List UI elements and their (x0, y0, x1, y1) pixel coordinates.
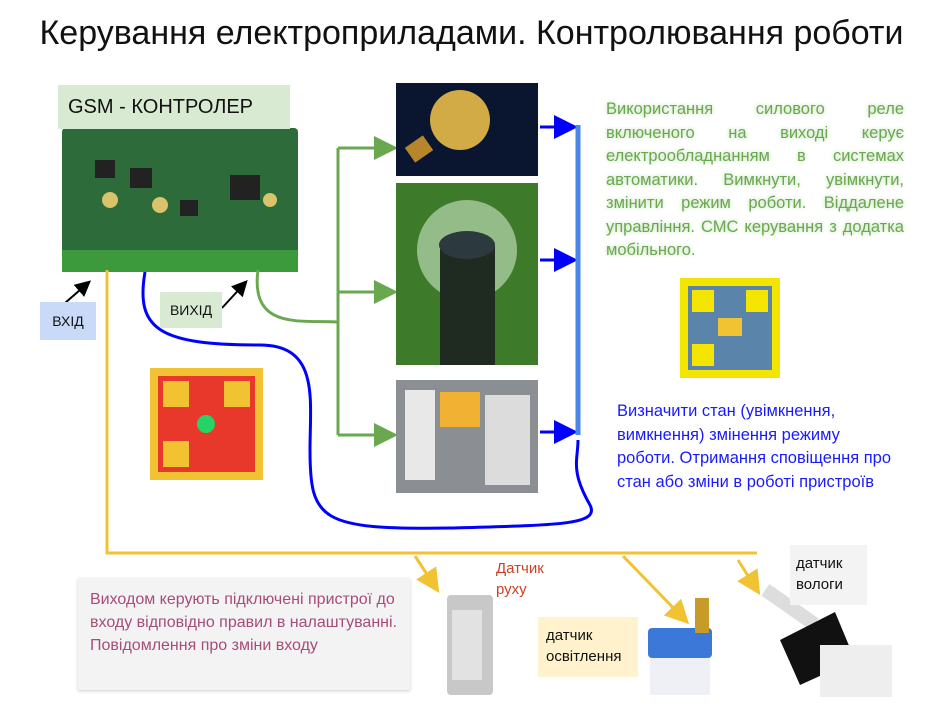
electrical-panel-image (396, 380, 538, 493)
input-note: Виходом керують підключені пристрої до в… (78, 578, 410, 690)
qr-code-whatsapp (150, 368, 263, 480)
qr-code-sms (680, 278, 780, 378)
controller-board-image (62, 90, 298, 272)
motion-sensor-image (447, 595, 493, 695)
controller-label: GSM - КОНТРОЛЕР (58, 85, 290, 129)
input-label: ВХІД (40, 302, 96, 340)
light-bulb-image (396, 83, 538, 176)
state-description: Визначити стан (увімкнення, вимкнення) з… (617, 402, 891, 491)
light-sensor-image (648, 598, 712, 695)
motion-sensor-label: Датчик руху (496, 560, 544, 598)
page-title: Керування електроприладами. Контролюванн… (39, 14, 904, 52)
humidity-sensor-image (761, 584, 892, 697)
sprinkler-image (396, 183, 538, 365)
output-label: ВИХІД (160, 292, 222, 328)
humidity-sensor-label: датчик вологи (790, 545, 867, 605)
relay-description: Використання силового реле включеного на… (606, 100, 904, 259)
light-sensor-label: датчик освітлення (538, 617, 638, 677)
